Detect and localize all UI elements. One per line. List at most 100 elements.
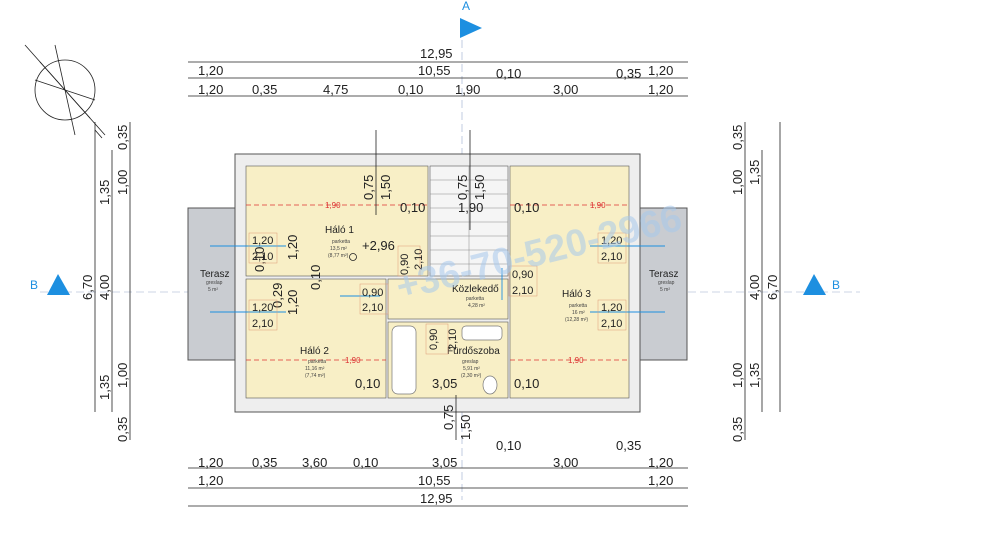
svg-text:1,20: 1,20	[198, 82, 223, 97]
svg-text:1,20: 1,20	[648, 473, 673, 488]
svg-text:1,50: 1,50	[378, 175, 393, 200]
svg-text:0,35: 0,35	[616, 66, 641, 81]
svg-text:1,90: 1,90	[455, 82, 480, 97]
svg-text:0,10: 0,10	[252, 247, 267, 272]
svg-text:3,00: 3,00	[553, 82, 578, 97]
svg-text:Terasz: Terasz	[200, 269, 229, 280]
svg-text:0,10: 0,10	[514, 376, 539, 391]
svg-text:11,16 m²: 11,16 m²	[305, 366, 325, 372]
opening-labels: 1,20 2,10 1,20 2,10 1,20 2,10 1,20 2,10 …	[248, 232, 627, 355]
svg-text:3,00: 3,00	[553, 455, 578, 470]
svg-text:Háló 2: Háló 2	[300, 346, 329, 357]
svg-text:0,29: 0,29	[270, 283, 285, 308]
svg-text:6,70: 6,70	[765, 275, 780, 300]
svg-text:13,5 m²: 13,5 m²	[330, 246, 347, 252]
bottom-dimensions: 0,10 0,35 1,20 0,35 3,60 0,10 3,05 3,00 …	[188, 438, 688, 507]
svg-text:4,00: 4,00	[97, 275, 112, 300]
svg-text:1,00: 1,00	[730, 170, 745, 195]
section-marker-b-left: B	[30, 274, 70, 295]
svg-text:1,20: 1,20	[252, 235, 273, 247]
svg-text:0,35: 0,35	[730, 125, 745, 150]
interior-dimensions: 0,75 1,50 0,75 1,50 0,10 1,90 0,10 1,20 …	[252, 130, 539, 440]
svg-text:3,05: 3,05	[432, 376, 457, 391]
svg-text:12,95: 12,95	[420, 46, 453, 61]
svg-text:1,50: 1,50	[472, 175, 487, 200]
svg-text:1,00: 1,00	[730, 363, 745, 388]
svg-text:1,35: 1,35	[97, 180, 112, 205]
svg-text:0,90: 0,90	[512, 269, 533, 281]
svg-text:0,35: 0,35	[730, 417, 745, 442]
room-kozlekedo-floor	[387, 278, 509, 320]
top-dimensions: 12,95 1,20 10,55 0,10 0,35 1,20 1,20 0,3…	[188, 46, 688, 97]
right-dimensions: 6,70 1,35 4,00 1,35 0,35 1,00 1,00 0,35	[730, 122, 781, 442]
level-marker: +2,96	[349, 238, 395, 261]
svg-text:Háló 1: Háló 1	[325, 225, 354, 236]
svg-text:greslap: greslap	[206, 280, 223, 286]
svg-text:0,35: 0,35	[252, 82, 277, 97]
left-dimensions: 6,70 1,35 4,00 1,35 0,35 1,00 1,00 0,35	[80, 122, 131, 442]
north-arrow-icon	[24, 44, 106, 139]
svg-text:(12,28 m²): (12,28 m²)	[565, 317, 588, 323]
svg-text:0,75: 0,75	[361, 175, 376, 200]
svg-text:3,05: 3,05	[432, 455, 457, 470]
svg-text:(2,30 m²): (2,30 m²)	[461, 373, 482, 379]
svg-text:parketta: parketta	[308, 359, 326, 365]
room-halo2-floor	[245, 278, 387, 399]
svg-text:5 m²: 5 m²	[208, 287, 218, 293]
svg-text:1,20: 1,20	[198, 473, 223, 488]
svg-text:0,10: 0,10	[496, 66, 521, 81]
svg-text:4,00: 4,00	[747, 275, 762, 300]
svg-text:1,20: 1,20	[198, 63, 223, 78]
svg-text:0,10: 0,10	[398, 82, 423, 97]
svg-text:0,75: 0,75	[441, 405, 456, 430]
room-halo2-label: Háló 2 parketta 11,16 m² (7,74 m²)	[300, 346, 329, 379]
svg-text:1,20: 1,20	[285, 235, 300, 260]
svg-text:(8,77 m²): (8,77 m²)	[328, 253, 349, 259]
terrace-right: Terasz greslap 5 m²	[637, 207, 688, 361]
svg-text:16 m²: 16 m²	[572, 310, 585, 316]
svg-text:1,35: 1,35	[97, 375, 112, 400]
svg-text:1,35: 1,35	[747, 160, 762, 185]
svg-text:0,35: 0,35	[252, 455, 277, 470]
svg-text:Közlekedő: Közlekedő	[452, 284, 499, 295]
svg-text:6,70: 6,70	[80, 275, 95, 300]
room-halo1-label: Háló 1 parketta 13,5 m² (8,77 m²)	[325, 225, 354, 259]
svg-text:0,10: 0,10	[308, 265, 323, 290]
svg-text:1,90: 1,90	[325, 201, 341, 210]
svg-text:0,90: 0,90	[362, 287, 383, 299]
svg-text:1,35: 1,35	[747, 363, 762, 388]
svg-text:1,20: 1,20	[252, 302, 273, 314]
svg-text:2,10: 2,10	[601, 318, 622, 330]
svg-text:10,55: 10,55	[418, 473, 451, 488]
svg-text:0,90: 0,90	[428, 329, 440, 350]
room-furdoszoba-label: Fürdőszoba greslap 5,91 m² (2,30 m²)	[447, 346, 500, 379]
svg-text:2,10: 2,10	[447, 329, 459, 350]
svg-text:Fürdőszoba: Fürdőszoba	[447, 346, 500, 357]
svg-text:parketta: parketta	[466, 296, 484, 302]
terrace-left: Terasz greslap 5 m²	[187, 207, 238, 361]
svg-text:Háló 3: Háló 3	[562, 289, 591, 300]
room-kozlekedo-label: Közlekedő parketta 4,28 m²	[452, 284, 499, 309]
sink-icon	[461, 325, 503, 341]
svg-text:1,90: 1,90	[345, 356, 361, 365]
svg-text:1,90: 1,90	[590, 201, 606, 210]
svg-text:parketta: parketta	[569, 303, 587, 309]
svg-text:0,10: 0,10	[496, 438, 521, 453]
svg-text:greslap: greslap	[462, 359, 479, 365]
svg-text:2,10: 2,10	[512, 285, 533, 297]
svg-text:0,10: 0,10	[400, 200, 425, 215]
svg-text:1,20: 1,20	[198, 455, 223, 470]
svg-text:0,75: 0,75	[455, 175, 470, 200]
svg-text:greslap: greslap	[658, 280, 675, 286]
room-halo1-floor	[245, 165, 429, 277]
svg-text:0,35: 0,35	[616, 438, 641, 453]
svg-text:Terasz: Terasz	[649, 269, 678, 280]
svg-text:1,00: 1,00	[115, 363, 130, 388]
svg-text:3,60: 3,60	[302, 455, 327, 470]
svg-text:1,50: 1,50	[458, 415, 473, 440]
stairs-icon	[430, 166, 508, 276]
svg-text:2,10: 2,10	[362, 302, 383, 314]
section-marker-b-right: B	[803, 274, 840, 295]
svg-text:5 m²: 5 m²	[660, 287, 670, 293]
